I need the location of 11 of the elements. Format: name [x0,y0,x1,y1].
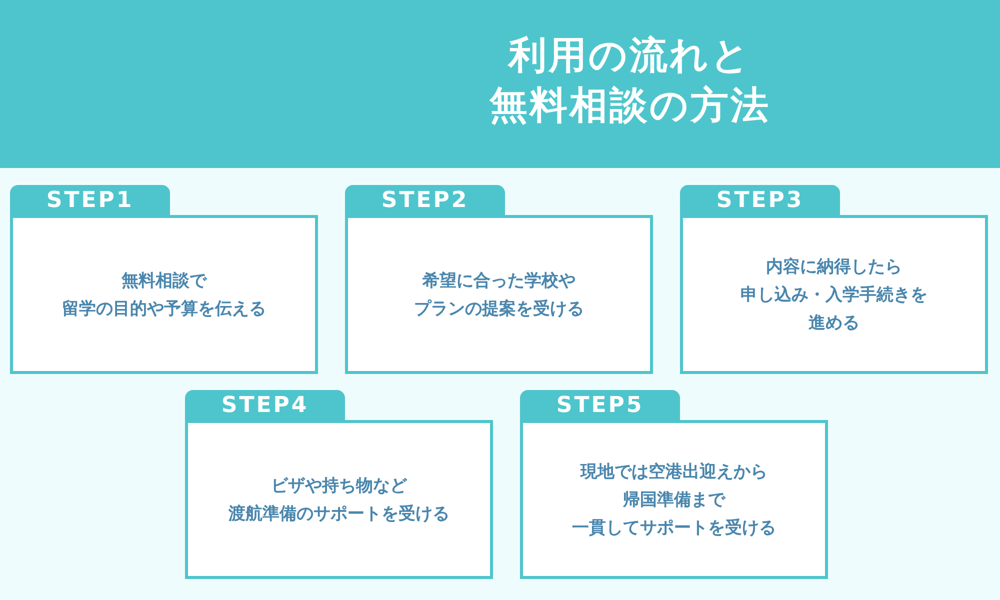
step-description: 現地では空港出迎えから帰国準備まで一貫してサポートを受ける [571,460,777,540]
step-description: 内容に納得したら申し込み・入学手続きを進める [740,256,928,334]
step-description: 希望に合った学校やプランの提案を受ける [413,270,585,320]
step-tab: STEP3 [680,185,840,217]
title: 利用の流れと無料相談の方法 [488,32,772,129]
step-tab: STEP4 [185,390,345,422]
step-description: 無料相談で留学の目的や予算を伝える [61,270,267,320]
step-tab: STEP2 [345,185,505,217]
step-tab: STEP5 [520,390,680,422]
step-tab: STEP1 [10,185,170,217]
step-description: ビザや持ち物など渡航準備のサポートを受ける [228,474,450,526]
